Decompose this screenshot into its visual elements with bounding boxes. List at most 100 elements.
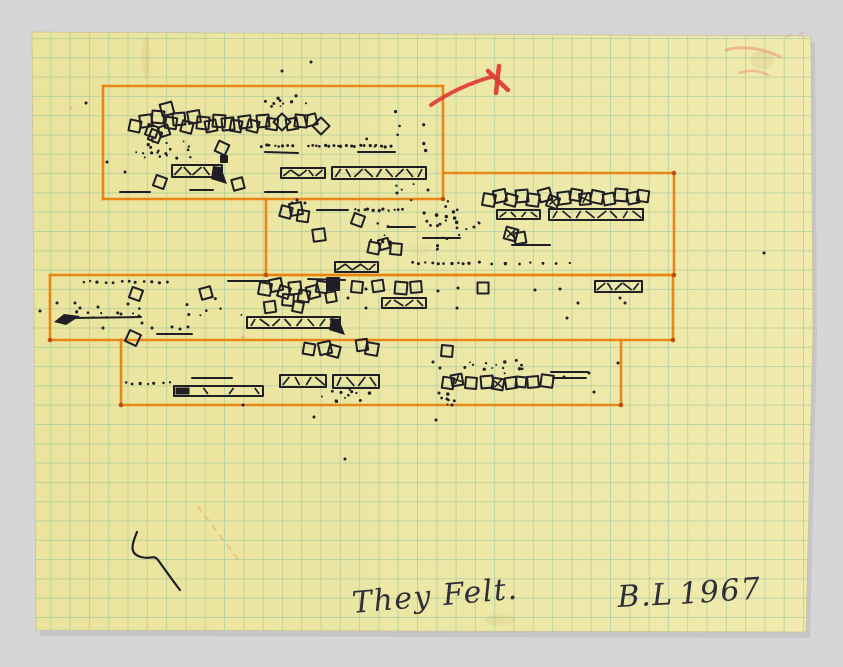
orange-speck xyxy=(69,106,73,110)
faint-red-stroke xyxy=(798,31,805,36)
ink-hatched-bar xyxy=(548,208,644,221)
ink-dart xyxy=(54,314,80,325)
ink-hatched-bar xyxy=(331,166,427,180)
ink-square xyxy=(409,280,423,294)
ink-square xyxy=(195,115,211,131)
ink-square xyxy=(476,281,490,295)
ink-square xyxy=(124,329,142,347)
ink-square xyxy=(156,123,172,139)
ink-square xyxy=(284,116,300,132)
ink-square xyxy=(230,176,246,192)
ink-square xyxy=(512,230,528,246)
ink-square xyxy=(440,375,456,391)
paper-stain xyxy=(486,614,514,626)
ink-square xyxy=(514,375,528,389)
faint-red-stroke xyxy=(786,33,792,38)
ink-squiggle xyxy=(131,530,182,592)
ink-square xyxy=(393,280,409,296)
ink-hatched-bar xyxy=(594,280,643,293)
ink-hatched-bar xyxy=(496,209,541,220)
ink-square xyxy=(349,211,367,229)
ink-square xyxy=(151,173,169,191)
ink-square xyxy=(349,279,365,295)
ink-square xyxy=(143,122,161,140)
ink-square xyxy=(539,373,555,389)
faint-red-stroke xyxy=(724,46,782,59)
ink-square xyxy=(525,192,541,208)
red-x-mark xyxy=(493,63,502,96)
ink-square xyxy=(287,280,303,296)
ink-square xyxy=(568,187,584,203)
ink-square xyxy=(203,118,219,134)
grid-layer xyxy=(32,32,813,632)
ink-square xyxy=(158,100,176,118)
orange-corner-ink-pool xyxy=(440,196,446,202)
ink-hatched-bar xyxy=(246,316,345,335)
ink-square xyxy=(220,155,228,163)
ink-square xyxy=(291,300,305,314)
ink-square xyxy=(311,227,327,243)
ink-square xyxy=(526,375,540,389)
orange-corner-ink-pool xyxy=(47,337,53,343)
ink-square xyxy=(267,276,285,294)
ink-square xyxy=(370,278,386,294)
paper-stain xyxy=(410,244,430,256)
handwritten-year: 1967 xyxy=(678,571,763,612)
graph-grid xyxy=(32,32,813,632)
paper-stain xyxy=(750,51,774,69)
ink-hatched-bar xyxy=(171,164,227,184)
red-arrow-stroke xyxy=(429,75,493,107)
ink-marks-layer xyxy=(38,60,766,592)
ink-square xyxy=(625,190,641,206)
ink-square xyxy=(464,376,478,390)
orange-corner-ink-pool xyxy=(618,402,624,408)
orange-corner-ink-pool xyxy=(118,402,124,408)
ink-square xyxy=(490,376,506,392)
ink-square xyxy=(213,139,231,157)
ink-square xyxy=(163,115,179,131)
orange-corner-ink-pool xyxy=(671,272,677,278)
ink-square xyxy=(150,109,166,125)
ink-square xyxy=(449,372,465,388)
ink-square xyxy=(127,285,145,303)
ink-square xyxy=(304,283,322,301)
ink-square xyxy=(389,242,403,256)
ink-square xyxy=(198,285,214,301)
ink-hatched-bar xyxy=(334,261,379,273)
orange-speck xyxy=(241,335,245,339)
ink-square xyxy=(211,113,227,129)
orange-corner-ink-pool xyxy=(671,170,677,176)
ink-square xyxy=(295,208,311,224)
ink-dots xyxy=(38,60,766,461)
ink-hatched-bar xyxy=(173,385,264,397)
ink-square xyxy=(364,341,380,357)
ink-hatched-bar xyxy=(332,374,380,389)
ink-square xyxy=(326,343,342,359)
ink-hatched-bar xyxy=(280,167,326,179)
ink-square xyxy=(440,344,454,358)
ink-square xyxy=(262,299,278,315)
ink-square xyxy=(311,116,331,136)
ink-square xyxy=(326,277,340,291)
ink-square xyxy=(220,116,236,132)
ink-square xyxy=(293,113,309,129)
paper-stain xyxy=(142,36,150,80)
orange-corner-ink-pool xyxy=(670,337,676,343)
ink-hatched-bar xyxy=(381,297,427,309)
ink-line xyxy=(264,151,299,154)
orange-corner-ink-pool xyxy=(263,272,269,278)
handwritten-initials: B.L xyxy=(616,577,675,615)
ink-line xyxy=(307,278,346,281)
ink-square xyxy=(296,288,312,304)
ink-hatched-bar xyxy=(279,374,327,388)
ink-square xyxy=(228,118,244,134)
orange-smudge xyxy=(196,505,242,564)
red-marks-layer xyxy=(69,31,805,564)
ink-square xyxy=(171,111,187,127)
ink-square xyxy=(324,290,338,304)
ink-square xyxy=(255,113,271,129)
ink-square xyxy=(301,341,317,357)
ink-square xyxy=(635,188,651,204)
